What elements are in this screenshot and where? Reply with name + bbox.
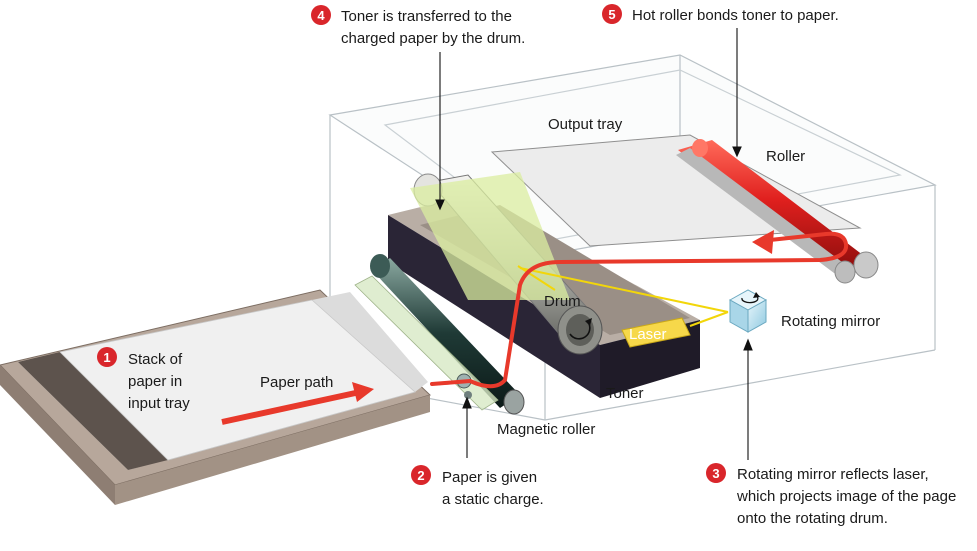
step-5-number: 5	[608, 7, 615, 22]
step-3-text-line-1: Rotating mirror reflects laser,	[737, 466, 929, 483]
step-4-number: 4	[317, 8, 325, 23]
step-4-text-line-2: charged paper by the drum.	[341, 30, 525, 47]
step-1-badge: 1	[97, 347, 117, 367]
input-tray	[0, 289, 431, 505]
step-4-text-line-1: Toner is transferred to the	[341, 8, 512, 25]
magnetic-roller-label: Magnetic roller	[497, 421, 595, 438]
step-1-text-line-1: Stack of	[128, 351, 183, 368]
toner-label: Toner	[606, 385, 644, 402]
step-1-text-line-2: paper in	[128, 373, 182, 390]
paper-path	[430, 231, 849, 389]
step-4-badge: 4	[311, 5, 331, 25]
step-2-text-line-1: Paper is given	[442, 469, 537, 486]
laser-label: Laser	[629, 326, 667, 343]
step-3-text-line-3: onto the rotating drum.	[737, 510, 888, 527]
paper-path-label: Paper path	[260, 374, 333, 391]
step-3-number: 3	[712, 466, 719, 481]
step-1-number: 1	[103, 350, 110, 365]
drum-label: Drum	[544, 293, 581, 310]
step-2-badge: 2	[411, 465, 431, 485]
output-arrowhead	[752, 230, 774, 254]
step-3-badge: 3	[706, 463, 726, 483]
laser-beam	[517, 265, 729, 327]
step-5-text-line-1: Hot roller bonds toner to paper.	[632, 7, 839, 24]
laser-emitter	[621, 317, 691, 348]
roller-label: Roller	[766, 148, 805, 165]
paper-path-arrow	[221, 382, 374, 425]
leader-lines	[435, 28, 753, 460]
output-tray-label: Output tray	[548, 116, 623, 133]
step-5-badge: 5	[602, 4, 622, 24]
rotating-mirror-label: Rotating mirror	[781, 313, 880, 330]
step-3-text-line-2: which projects image of the page	[736, 488, 956, 505]
hot-roller	[676, 139, 879, 284]
step-1-text-line-3: input tray	[128, 395, 190, 412]
rotating-mirror	[728, 289, 768, 333]
step-2-text-line-2: a static charge.	[442, 491, 544, 508]
step-2-number: 2	[417, 468, 424, 483]
